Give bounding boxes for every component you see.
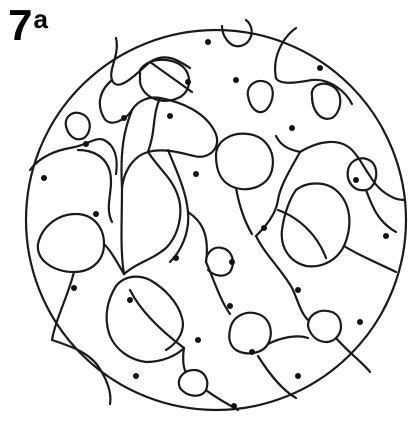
nucleus-dot	[205, 39, 211, 45]
cell-boundary	[275, 28, 352, 104]
nucleus-dot	[229, 259, 235, 265]
cell-boundary	[130, 290, 184, 348]
nucleus-dot	[357, 319, 363, 325]
cell-boundary	[276, 136, 300, 152]
cell-boundary	[248, 81, 273, 112]
nucleus-dot	[195, 337, 201, 343]
cell-boundary	[179, 370, 207, 396]
cell-boundary	[236, 188, 252, 234]
nucleus-dot	[233, 77, 239, 83]
nucleus-dot	[249, 349, 255, 355]
nucleus-dot	[231, 403, 237, 409]
cell-boundary	[30, 139, 117, 174]
nucleus-dot	[193, 171, 199, 177]
cell-boundary	[206, 262, 230, 314]
nucleus-dot	[289, 125, 295, 131]
cell-boundary	[168, 150, 188, 262]
cell-boundary	[312, 84, 340, 119]
cell-boundary	[121, 110, 132, 274]
cell-boundary	[124, 152, 180, 274]
cell-boundary	[216, 134, 273, 190]
cell-boundary	[38, 214, 104, 272]
region-boundaries	[30, 20, 404, 410]
nucleus-dot	[167, 113, 173, 119]
nucleus-dot	[227, 303, 233, 309]
nucleus-dot	[353, 177, 359, 183]
cell-boundary	[188, 212, 207, 262]
cell-boundary	[282, 184, 350, 267]
cell-boundary	[229, 313, 271, 354]
nucleus-dot	[295, 373, 301, 379]
nucleus-dot	[127, 297, 133, 303]
nucleus-dot	[173, 255, 179, 261]
nucleus-dot	[93, 211, 99, 217]
nucleus-dot	[121, 115, 127, 121]
nucleus-dot	[185, 79, 191, 85]
nucleus-dot	[133, 373, 139, 379]
cell-boundary	[148, 98, 160, 152]
nucleus-dot	[295, 287, 301, 293]
nucleus-dot	[71, 285, 77, 291]
cell-boundary	[66, 113, 90, 140]
cell-boundary	[258, 356, 296, 398]
nucleus-dot	[83, 141, 89, 147]
cell-nuclei	[41, 39, 389, 409]
nucleus-dot	[383, 233, 389, 239]
nucleus-dot	[261, 225, 267, 231]
cell-boundary	[344, 246, 396, 272]
cell-boundary	[336, 338, 370, 372]
cell-boundary	[52, 340, 110, 404]
cell-boundary	[140, 60, 189, 101]
nucleus-dot	[41, 175, 47, 181]
cell-boundary	[107, 286, 184, 362]
nucleus-dot	[317, 65, 323, 71]
cell-boundary	[122, 98, 217, 188]
cell-boundary	[268, 336, 308, 344]
cell-boundary	[183, 348, 186, 372]
cell-boundary	[256, 236, 308, 320]
cell-boundary	[300, 142, 404, 200]
cell-boundary	[52, 272, 74, 340]
